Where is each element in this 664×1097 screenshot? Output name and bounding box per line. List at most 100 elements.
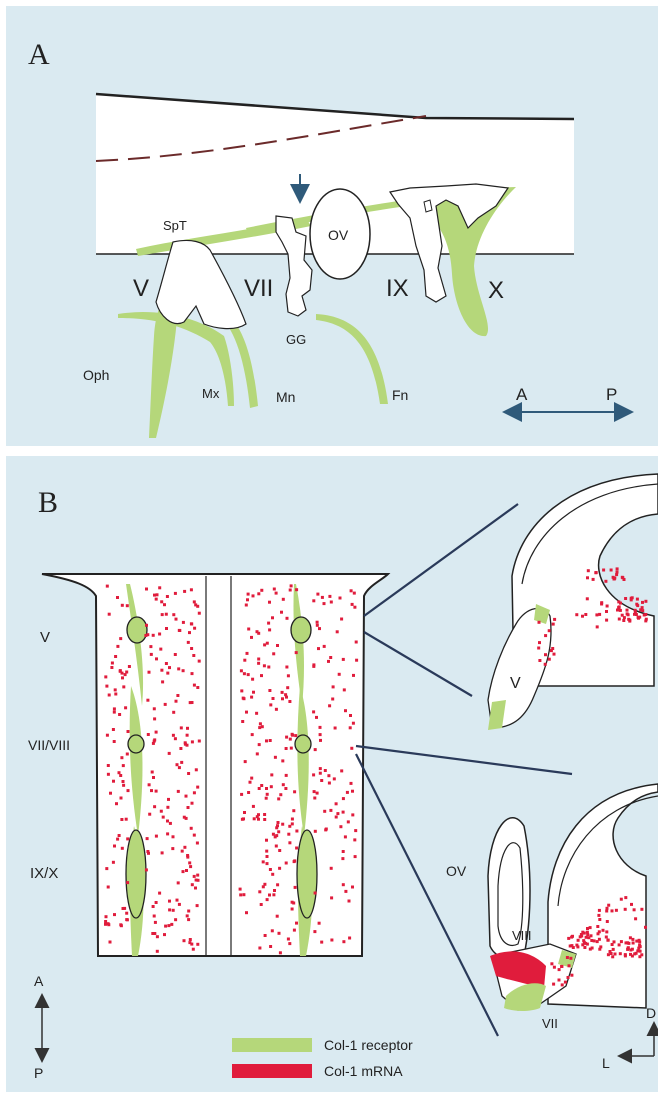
mrna-dot (153, 805, 156, 808)
mrna-dot (615, 909, 618, 912)
mrna-dot (178, 629, 181, 632)
mrna-dot (266, 862, 269, 865)
mrna-dot (192, 654, 195, 657)
mrna-dot (269, 868, 272, 871)
mrna-dot (328, 595, 331, 598)
mrna-dot (192, 948, 195, 951)
inset-bottom-label-viii: VIII (512, 928, 532, 943)
mrna-dot (260, 589, 263, 592)
mrna-dot (177, 790, 180, 793)
mrna-dot (263, 643, 266, 646)
mrna-dot (241, 818, 244, 821)
mrna-dot (346, 791, 349, 794)
mrna-dot (121, 672, 124, 675)
mrna-dot (333, 777, 336, 780)
mrna-dot (268, 628, 271, 631)
mrna-dot (121, 676, 124, 679)
mrna-dot (105, 867, 108, 870)
mrna-dot (313, 797, 316, 800)
mrna-dot (270, 785, 273, 788)
mrna-dot (113, 740, 116, 743)
mrna-dot (330, 867, 333, 870)
mrna-dot (239, 888, 242, 891)
mrna-dot (624, 953, 627, 956)
panel-a-letter: A (28, 38, 50, 71)
mrna-dot (332, 685, 335, 688)
mrna-dot (280, 611, 283, 614)
mrna-dot (168, 752, 171, 755)
mrna-dot (265, 787, 268, 790)
mrna-dot (538, 659, 541, 662)
mrna-dot (342, 811, 345, 814)
mrna-dot (165, 627, 168, 630)
mrna-dot (586, 931, 589, 934)
mrna-dot (624, 908, 627, 911)
mrna-dot (291, 822, 294, 825)
mrna-dot (279, 793, 282, 796)
mrna-dot (198, 660, 201, 663)
mrna-dot (196, 904, 199, 907)
mrna-dot (146, 850, 149, 853)
mrna-dot (257, 632, 260, 635)
mrna-dot (272, 833, 275, 836)
mrna-dot (160, 669, 163, 672)
mrna-dot (285, 774, 288, 777)
mrna-dot (271, 929, 274, 932)
mrna-dot (190, 647, 193, 650)
mrna-dot (244, 760, 247, 763)
mrna-dot (605, 619, 608, 622)
mrna-dot (183, 939, 186, 942)
mrna-dot (182, 870, 185, 873)
mrna-dot (590, 939, 593, 942)
mrna-dot (123, 907, 126, 910)
mrna-dot (196, 686, 199, 689)
mrna-dot (172, 613, 175, 616)
mrna-dot (178, 903, 181, 906)
mrna-dot (158, 892, 161, 895)
facial-nerve-receptor (316, 314, 388, 404)
mrna-dot (193, 834, 196, 837)
mrna-dot (107, 764, 110, 767)
mrna-dot (353, 838, 356, 841)
label-oph: Oph (83, 367, 109, 383)
exit-point-v-right (291, 617, 311, 643)
mrna-dot (292, 809, 295, 812)
mrna-dot (626, 612, 629, 615)
mrna-dot (113, 707, 116, 710)
inset-bottom-label-vii: VII (542, 1016, 558, 1031)
mrna-dot (327, 774, 330, 777)
mrna-dot (570, 936, 573, 939)
mrna-dot (636, 604, 639, 607)
mrna-dot (289, 738, 292, 741)
panel-b: B V VII/VIII IX/X V (6, 456, 658, 1092)
mrna-dot (127, 730, 130, 733)
axis-p-label: P (606, 385, 617, 404)
mrna-dot (190, 588, 193, 591)
mrna-dot (166, 672, 169, 675)
mrna-dot (179, 747, 182, 750)
mrna-dot (279, 951, 282, 954)
mrna-dot (340, 618, 343, 621)
mrna-dot (568, 964, 571, 967)
mrna-dot (171, 847, 174, 850)
mrna-dot (287, 674, 290, 677)
mrna-dot (548, 629, 551, 632)
mrna-dot (108, 613, 111, 616)
legend-label-mrna: Col-1 mRNA (324, 1063, 403, 1079)
mrna-dot (634, 609, 637, 612)
mrna-dot (111, 662, 114, 665)
mrna-dot (191, 740, 194, 743)
mrna-dot (596, 625, 599, 628)
mrna-dot (606, 939, 609, 942)
mrna-dot (613, 940, 616, 943)
mrna-dot (121, 847, 124, 850)
mrna-dot (577, 939, 580, 942)
mrna-dot (544, 653, 547, 656)
mrna-dot (243, 659, 246, 662)
mrna-dot (258, 787, 261, 790)
mrna-dot (312, 599, 315, 602)
mrna-dot (295, 651, 298, 654)
mrna-dot (632, 942, 635, 945)
mrna-dot (163, 933, 166, 936)
mrna-dot (581, 615, 584, 618)
